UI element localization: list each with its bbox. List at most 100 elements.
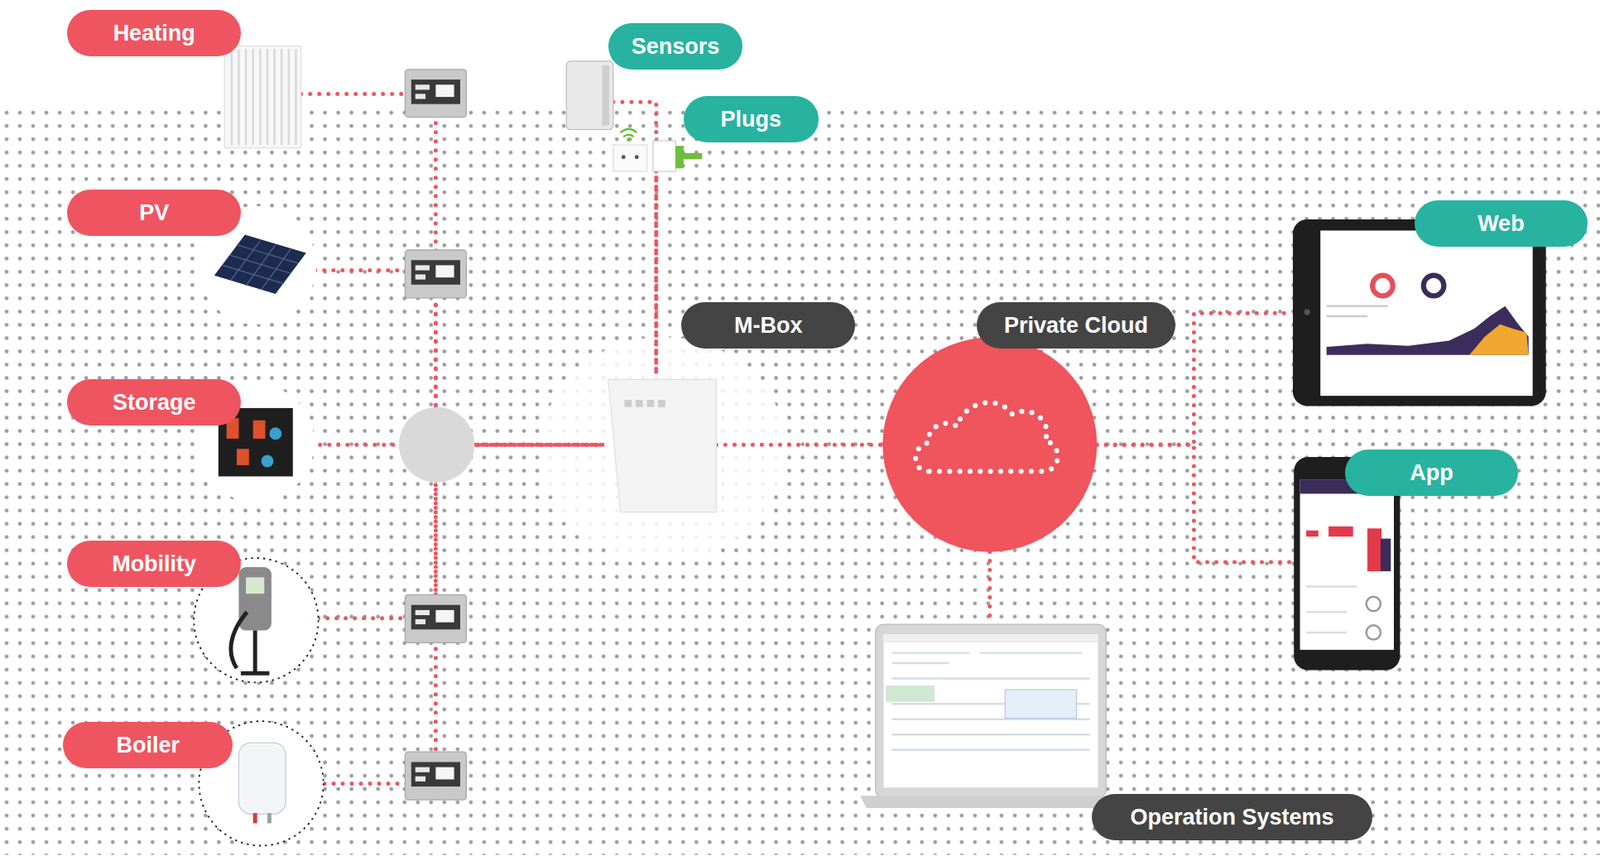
- boiler-pipe: [267, 812, 272, 823]
- laptop-screen: [884, 634, 1099, 788]
- mbox-body: [608, 379, 717, 512]
- donut-chart: [1372, 275, 1394, 297]
- sensor-body: [566, 61, 614, 130]
- dotted-connector: [715, 442, 883, 447]
- radiator-body: [224, 45, 301, 148]
- tablet-screen: [1320, 230, 1533, 396]
- phone-value: [1328, 526, 1354, 537]
- label-pill: Heating: [67, 9, 241, 57]
- label-pill: M-Box: [681, 302, 856, 349]
- plugs-node: Plugs: [612, 122, 705, 172]
- dotted-connector: [1096, 444, 1294, 563]
- panel-grid: [222, 240, 298, 290]
- screen-line: [1326, 306, 1389, 317]
- phone-icon: [1366, 624, 1381, 640]
- area-chart: [1326, 306, 1529, 356]
- donut-chart: [1423, 275, 1445, 297]
- plug-socket: [613, 144, 648, 172]
- screen-bar: [884, 634, 1099, 643]
- dotted-connector: [653, 171, 659, 378]
- area-chart: [1469, 324, 1529, 356]
- cloud-outline: [915, 402, 1058, 471]
- mbox-node: M-Box: [604, 377, 717, 513]
- label-pill: PV: [67, 189, 241, 236]
- laptop-lid: [875, 624, 1107, 798]
- controller-device: [404, 594, 467, 643]
- charger-body: [238, 566, 271, 630]
- operation-node: Operation Systems: [860, 622, 1123, 807]
- label-pill: Storage: [67, 379, 241, 426]
- mbox-led: [635, 399, 644, 408]
- pv-node: PV: [209, 232, 307, 296]
- smart-plugs: [613, 129, 702, 172]
- storage-node: Storage: [218, 408, 294, 477]
- sensor-side: [601, 65, 610, 126]
- battery-cap: [269, 427, 282, 440]
- label-pill: Mobility: [67, 540, 241, 587]
- laptop: [860, 624, 1123, 808]
- radiator-fins: [231, 48, 297, 145]
- label-pill: App: [1345, 449, 1519, 496]
- hub-circle: [398, 407, 475, 483]
- panel-body: [214, 234, 307, 294]
- battery-terminal: [236, 448, 250, 466]
- controller-device: [404, 69, 467, 118]
- label-pill: Operation Systems: [1091, 793, 1373, 841]
- app-node: App: [1293, 456, 1400, 671]
- controller-device: [404, 249, 467, 298]
- wifi-dot: [626, 138, 630, 142]
- radiator: [224, 45, 301, 148]
- heating-node: Heating: [224, 45, 301, 148]
- plug-body: [653, 140, 676, 172]
- boiler-node: Boiler: [198, 721, 325, 845]
- label-pill: Boiler: [62, 721, 233, 769]
- label-pill: Sensors: [608, 23, 744, 70]
- cloud-icon: [882, 337, 1097, 553]
- web-node: Web: [1292, 219, 1547, 406]
- cloud-node: Private Cloud: [882, 337, 1097, 553]
- phone-row: [1306, 586, 1358, 633]
- laptop-base: [860, 795, 1123, 808]
- mbox-glow: [540, 336, 786, 562]
- tablet: [1292, 219, 1547, 406]
- socket-hole: [634, 154, 640, 159]
- phone-value: [1306, 530, 1319, 537]
- dotted-connector: [301, 93, 605, 445]
- mbox-led: [658, 399, 666, 408]
- tablet-frame: [1292, 219, 1547, 406]
- phone-icon: [1366, 596, 1381, 611]
- wifi-icon: [620, 129, 638, 137]
- label-pill: Plugs: [683, 96, 819, 143]
- charger-screen: [245, 576, 265, 594]
- dotted-connector: [987, 552, 992, 623]
- charger-stand: [240, 630, 270, 674]
- boiler-tank: [238, 742, 286, 814]
- battery-cap: [261, 455, 274, 468]
- mobility-node: Mobility: [193, 558, 318, 682]
- controller-device: [404, 751, 467, 800]
- cloud-circle: [882, 337, 1097, 553]
- tablet-camera: [1303, 308, 1310, 315]
- label-pill: Web: [1414, 200, 1589, 247]
- plug-part: [683, 153, 702, 159]
- dot-field: [0, 101, 1600, 855]
- dotted-connector: [613, 101, 657, 378]
- sensor-device: [566, 61, 614, 130]
- mbox-led: [647, 399, 655, 408]
- phone-bar: [1380, 538, 1391, 572]
- mbox-led: [624, 399, 632, 408]
- screen-panel: [1004, 689, 1077, 719]
- screen-highlight: [885, 685, 935, 702]
- phone-bar: [1367, 528, 1382, 572]
- dotted-connector: [324, 444, 605, 784]
- mbox-device: [608, 379, 717, 512]
- label-pill: Private Cloud: [976, 302, 1176, 349]
- sensors-node: Sensors: [566, 61, 614, 130]
- battery-terminal: [253, 420, 266, 439]
- socket-hole: [621, 154, 626, 159]
- plug-part: [675, 145, 684, 169]
- boiler-valve: [253, 812, 258, 823]
- charger-cable: [230, 611, 247, 668]
- phone-screen: [1300, 479, 1394, 650]
